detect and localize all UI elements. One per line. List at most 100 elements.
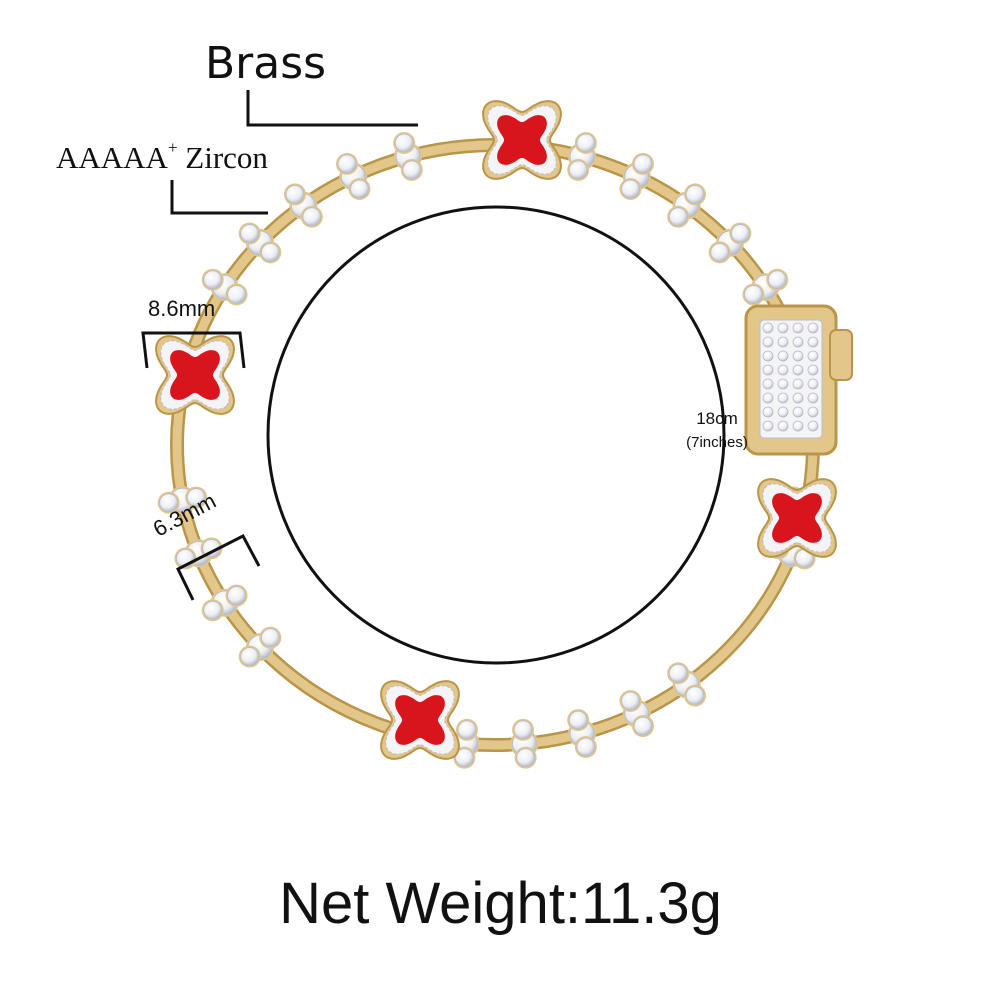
clover-charm [380, 680, 460, 760]
clover-enamel [497, 115, 547, 165]
zircon-stone [730, 223, 750, 243]
zircon-stone [710, 242, 730, 262]
zircon-stone [633, 154, 653, 174]
zircon-cluster [667, 183, 707, 228]
zircon-cluster [238, 222, 282, 264]
zircon-cluster [201, 584, 248, 622]
zircon-stone [394, 133, 414, 153]
clasp-stone [807, 364, 819, 376]
length-cm: 18cm [696, 409, 738, 428]
zircon-cluster [393, 131, 423, 181]
clasp-stone [792, 392, 804, 404]
stone-grade: AAAAA [56, 140, 168, 175]
zircon-stone [633, 716, 653, 736]
clasp-stone [777, 322, 789, 334]
zircon-cluster [238, 626, 282, 668]
clasp-stone [777, 350, 789, 362]
callout-lines [141, 90, 418, 601]
clasp-stone [792, 350, 804, 362]
clasp-stone [792, 378, 804, 390]
zircon-stone [260, 242, 280, 262]
zircon-stone [454, 748, 474, 768]
zircon-stone [240, 223, 260, 243]
zircon-cluster [174, 537, 223, 570]
clasp-stone [762, 364, 774, 376]
zircon-stone [576, 737, 596, 757]
clasp-stone [807, 322, 819, 334]
clover-charm [757, 478, 837, 558]
zircon-stone [227, 284, 247, 304]
zircon-stone [227, 586, 247, 606]
clasp-stone [762, 392, 774, 404]
clasp-stone [777, 406, 789, 418]
clasp-stone [807, 350, 819, 362]
clasp-stone [762, 378, 774, 390]
clover-enamel [170, 350, 220, 400]
measure-circle [266, 205, 726, 665]
zircon-cluster [619, 690, 654, 738]
clasp-stone [792, 336, 804, 348]
zircon-stone [186, 488, 206, 508]
length-inches: (7inches) [686, 434, 748, 451]
zircon-stone [302, 207, 322, 227]
zircon-stone [668, 663, 688, 683]
zircon-cluster [336, 152, 371, 200]
stone-label: AAAAA+ Zircon [56, 137, 268, 176]
clover-charm [482, 100, 562, 180]
zircon-cluster [157, 486, 208, 515]
zircon-cluster [201, 268, 248, 306]
zircon-stone [621, 691, 641, 711]
zircon-stone [568, 160, 588, 180]
zircon-stone [402, 160, 422, 180]
clasp-stone [777, 392, 789, 404]
zircon-stone [159, 493, 179, 513]
zircon-cluster [283, 183, 323, 228]
clover-width-bracket [141, 331, 246, 369]
zircon-cluster [567, 709, 597, 759]
clover-enamel [772, 493, 822, 543]
clasp-stone [807, 392, 819, 404]
clasp-stone [792, 406, 804, 418]
material-label: Brass [205, 38, 327, 89]
zircon-stone [203, 600, 223, 620]
zircon-stone [337, 154, 357, 174]
stone-grade-plus: + [167, 137, 178, 157]
zircon-stone [285, 184, 305, 204]
clover-enamel [395, 695, 445, 745]
zircon-stone [240, 647, 260, 667]
zircon-stone [457, 720, 477, 740]
zircon-stone [576, 133, 596, 153]
clasp-pave [759, 319, 823, 439]
zircon-stone [513, 720, 533, 740]
clasp-stone [777, 378, 789, 390]
zircon-cluster [451, 718, 480, 769]
clasp-stone [777, 336, 789, 348]
clasp-stone [762, 322, 774, 334]
clasp-stone [807, 406, 819, 418]
clasp-stone [762, 420, 774, 432]
zircon-stone [767, 270, 787, 290]
clasp-stone [762, 350, 774, 362]
zircon-stone [685, 184, 705, 204]
clover-charms [155, 100, 837, 760]
zircon-stone [349, 179, 369, 199]
zircon-cluster [567, 131, 597, 181]
zircon-stone [203, 270, 223, 290]
clasp-latch [829, 329, 853, 381]
link-width-bracket [176, 533, 261, 601]
clasp-stone [792, 420, 804, 432]
net-weight-label: Net Weight:11.3g [279, 871, 722, 936]
clasp-stone [777, 420, 789, 432]
clover-width-label: 8.6mm [148, 296, 216, 321]
zircon-stone [685, 686, 705, 706]
zircon-stone [668, 207, 688, 227]
clasp-stone [792, 322, 804, 334]
zircon-stone [621, 179, 641, 199]
clasp-stone [807, 420, 819, 432]
clover-charm [155, 335, 235, 415]
zircon-cluster [708, 222, 752, 264]
zircon-cluster [667, 662, 707, 707]
box-clasp [744, 304, 853, 456]
